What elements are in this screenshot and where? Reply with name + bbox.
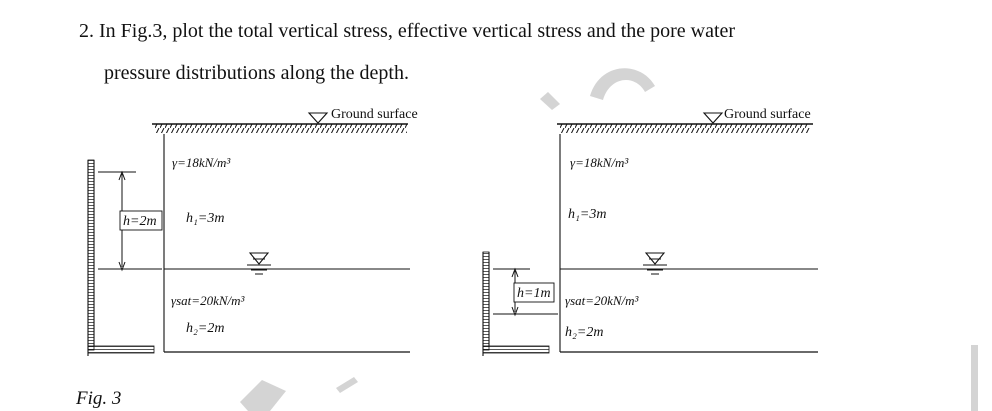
h2-label: h₂=2m	[186, 321, 224, 336]
ground-surface-label: Ground surface	[724, 107, 811, 122]
gamma-sat-label: γsat=20kN/m³	[565, 293, 640, 308]
h1-label: h₁=3m	[186, 211, 224, 226]
piezometer-head-label: h=1m	[517, 286, 551, 301]
water-table-icon	[247, 252, 271, 275]
piezometer-tube	[87, 159, 155, 356]
gamma-label: γ=18kN/m³	[570, 155, 629, 170]
h1-label: h₁=3m	[568, 207, 606, 222]
question-line-1: 2. In Fig.3, plot the total vertical str…	[79, 20, 736, 42]
gamma-label: γ=18kN/m³	[172, 155, 231, 170]
piezometer-tube	[482, 251, 550, 356]
ground-hatch	[155, 124, 407, 133]
right-diagram: Ground surface h=1m γ=18kN/m³ h₁=3m γsat…	[482, 107, 818, 356]
left-diagram: Ground surface h=2m	[87, 107, 418, 356]
question-line-2: pressure distributions along the depth.	[104, 62, 409, 84]
watermark	[240, 68, 978, 411]
ground-surface-triangle-icon	[702, 112, 724, 124]
piezometer-head-label: h=2m	[123, 214, 157, 229]
ground-hatch	[560, 124, 810, 133]
gamma-sat-label: γsat=20kN/m³	[171, 293, 246, 308]
figure-caption: Fig. 3	[76, 388, 122, 409]
ground-surface-triangle-icon	[307, 112, 329, 124]
water-table-icon	[643, 252, 667, 275]
h2-label: h₂=2m	[565, 325, 603, 340]
ground-surface-label: Ground surface	[331, 107, 418, 122]
